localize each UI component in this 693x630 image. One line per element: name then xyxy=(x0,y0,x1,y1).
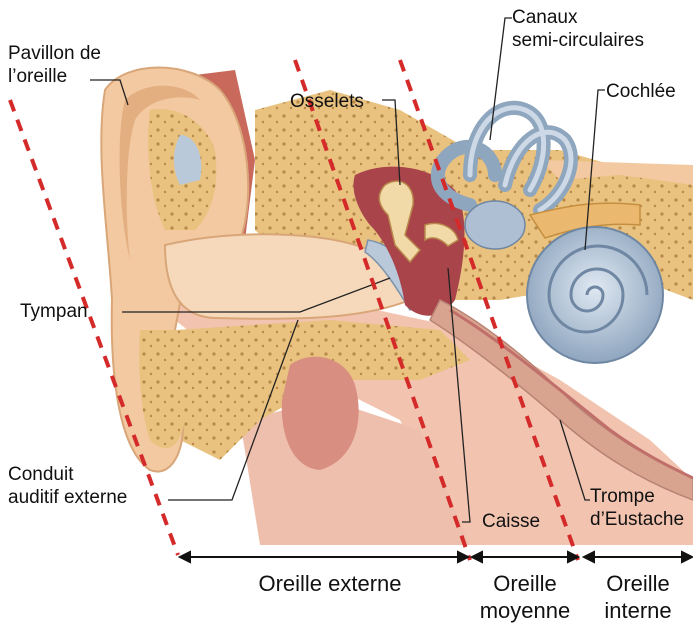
zone-oreille-interne: Oreille interne xyxy=(588,570,688,624)
label-cochlee: Cochlée xyxy=(606,80,676,103)
label-tympan: Tympan xyxy=(20,300,88,323)
vestibule xyxy=(465,201,525,249)
label-trompe-eustache: Trompe d’Eustache xyxy=(590,485,684,531)
label-pavillon: Pavillon de l’oreille xyxy=(8,42,101,88)
label-conduit-auditif-externe: Conduit auditif externe xyxy=(8,463,127,509)
zone-oreille-moyenne: Oreille moyenne xyxy=(470,570,580,624)
extent-arrows xyxy=(180,552,692,562)
zone-oreille-externe: Oreille externe xyxy=(230,570,430,597)
cochlea xyxy=(527,227,663,363)
label-osselets: Osselets xyxy=(290,90,364,113)
label-caisse: Caisse xyxy=(482,510,540,533)
label-canaux-semi-circulaires: Canaux semi-circulaires xyxy=(512,6,644,52)
